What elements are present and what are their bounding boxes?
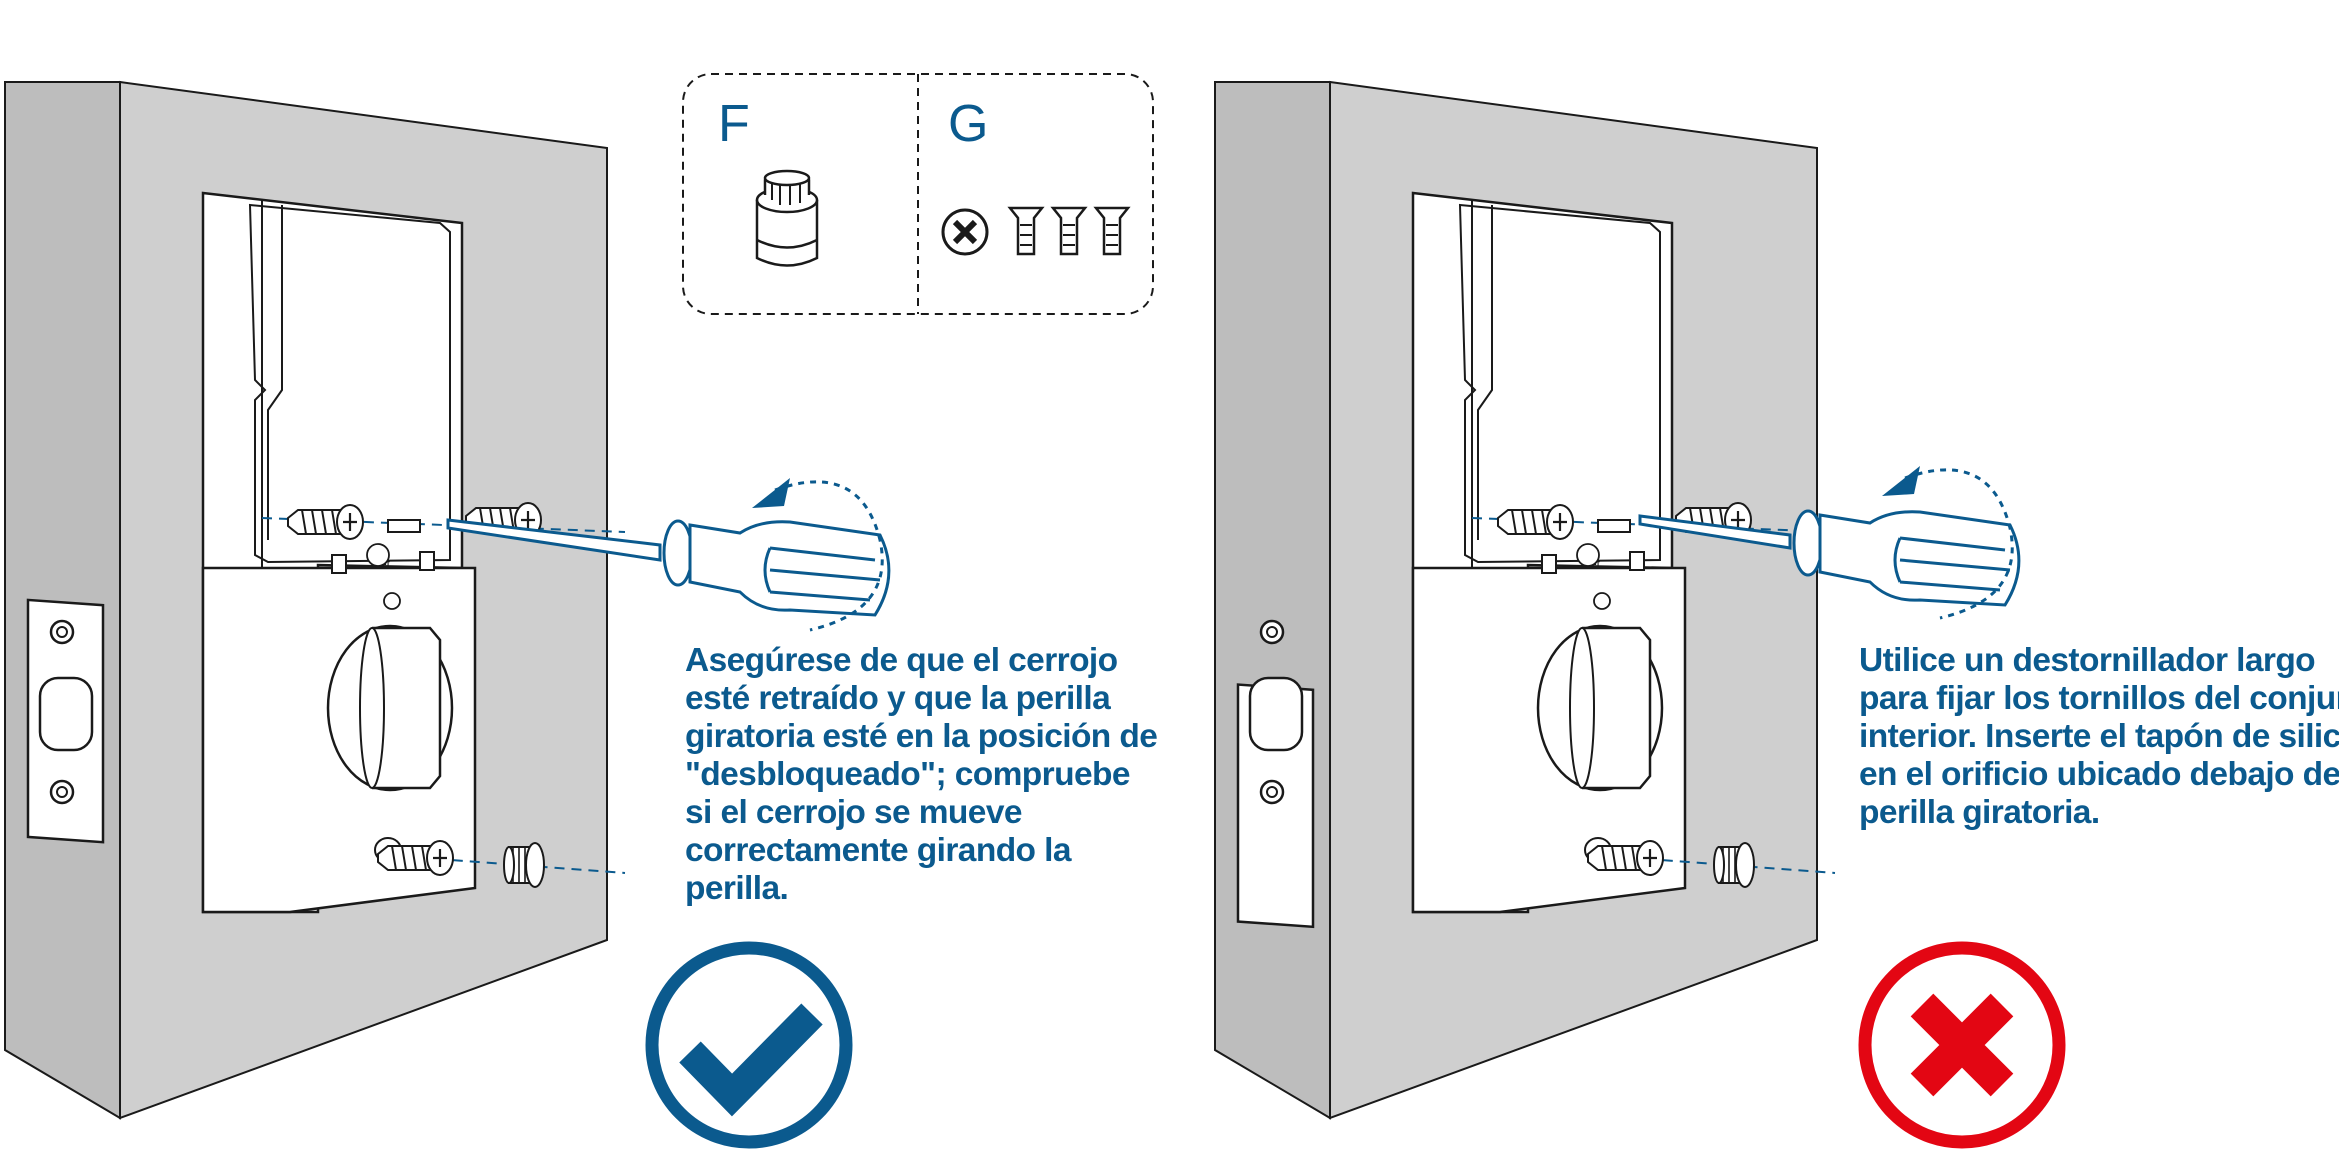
instruction-text-correct: Asegúrese de que el cerrojo esté retraíd… [685, 642, 1158, 908]
caption-line: interior. Inserte el tapón de silicona [1859, 718, 2339, 755]
caption-line: Asegúrese de que el cerrojo [685, 642, 1118, 679]
right-panel: Set [1214, 80, 2066, 1149]
parts-box: F G [682, 73, 1154, 315]
rotation-arrow [1882, 466, 2014, 620]
rotation-arrow [752, 478, 884, 632]
phillips-screw-icon [941, 206, 1131, 256]
silicone-plug-icon [755, 169, 819, 267]
screw-and-plug-lower [374, 837, 626, 888]
screwdriver [446, 518, 891, 617]
latch-plate [26, 598, 105, 844]
caption-line: perilla giratoria. [1859, 794, 2100, 831]
caption-line: Utilice un destornillador largo [1859, 642, 2316, 679]
part-g-label: G [948, 95, 988, 153]
screwdriver [1638, 509, 2021, 607]
lower-bracket: Set [1411, 557, 1687, 914]
caption-line: esté retraído y que la perilla [685, 680, 1111, 717]
screws-upper [1471, 501, 1836, 574]
correct-checkmark-icon [645, 941, 853, 1149]
latch-plate [1236, 619, 1315, 929]
instruction-text-incorrect: Utilice un destornillador largo para fij… [1859, 642, 2339, 832]
caption-line: para fijar los tornillos del conjunto [1859, 680, 2339, 717]
unlock-icon [383, 592, 401, 610]
caption-line: correctamente girando la [685, 832, 1071, 869]
caption-line: "desbloqueado"; compruebe [685, 756, 1130, 793]
caption-line: en el orificio ubicado debajo de la [1859, 756, 2339, 793]
screws-upper [261, 501, 626, 574]
caption-line: perilla. [685, 870, 789, 907]
caption-line: si el cerrojo se mueve [685, 794, 1022, 831]
unlock-icon [1593, 592, 1611, 610]
screw-and-plug-lower [1584, 837, 1836, 888]
incorrect-x-icon [1858, 941, 2066, 1149]
caption-line: giratoria esté en la posición de [685, 718, 1158, 755]
part-f-label: F [718, 95, 750, 153]
left-panel: Set [4, 80, 891, 1149]
